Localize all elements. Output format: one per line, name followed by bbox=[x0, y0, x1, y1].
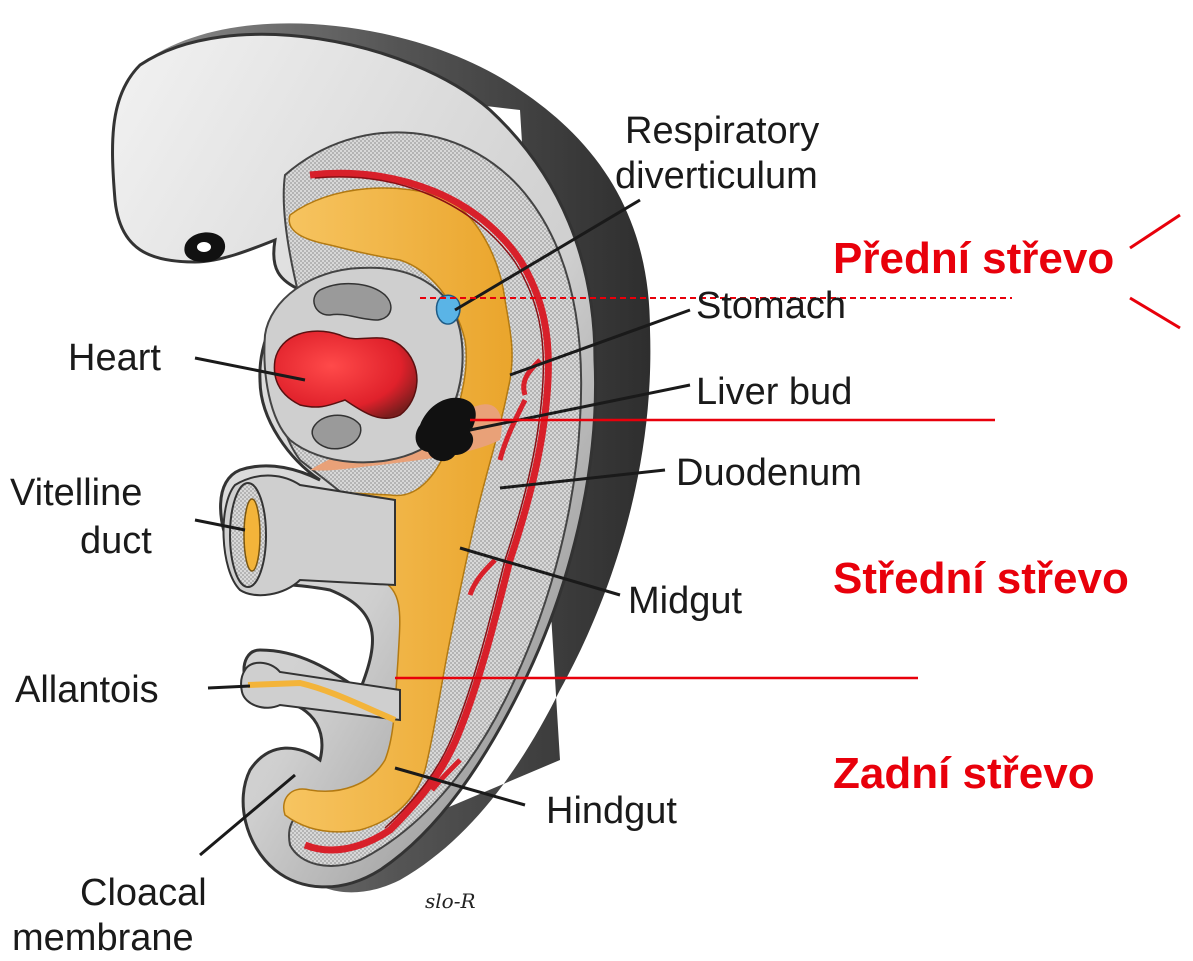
label-hindgut: Hindgut bbox=[546, 790, 677, 832]
vitelline-duct-lumen bbox=[244, 499, 260, 571]
label-duodenum: Duodenum bbox=[676, 452, 862, 494]
label-allantois: Allantois bbox=[15, 669, 159, 711]
label-vitelline-line2: duct bbox=[80, 520, 152, 562]
label-heart: Heart bbox=[68, 337, 161, 379]
leader-allantois bbox=[208, 686, 250, 688]
label-cloacal-line2: membrane bbox=[12, 917, 194, 959]
label-stomach: Stomach bbox=[696, 285, 846, 327]
label-liver-bud: Liver bud bbox=[696, 371, 852, 413]
section-foregut-label: Přední střevo bbox=[833, 234, 1114, 283]
foregut-bracket-top bbox=[1130, 215, 1180, 248]
label-vitelline-line1: Vitelline bbox=[10, 472, 142, 514]
foregut-bracket-bottom bbox=[1130, 298, 1180, 328]
section-hindgut-label: Zadní střevo bbox=[833, 749, 1095, 798]
artist-signature: slo-R bbox=[425, 889, 476, 913]
section-midgut-label: Střední střevo bbox=[833, 554, 1129, 603]
label-cloacal-line1: Cloacal bbox=[80, 872, 207, 914]
label-respiratory-line2: diverticulum bbox=[615, 155, 818, 197]
label-respiratory-line1: Respiratory bbox=[625, 110, 819, 152]
label-midgut: Midgut bbox=[628, 580, 742, 622]
otic-vesicle-lumen bbox=[197, 242, 211, 252]
